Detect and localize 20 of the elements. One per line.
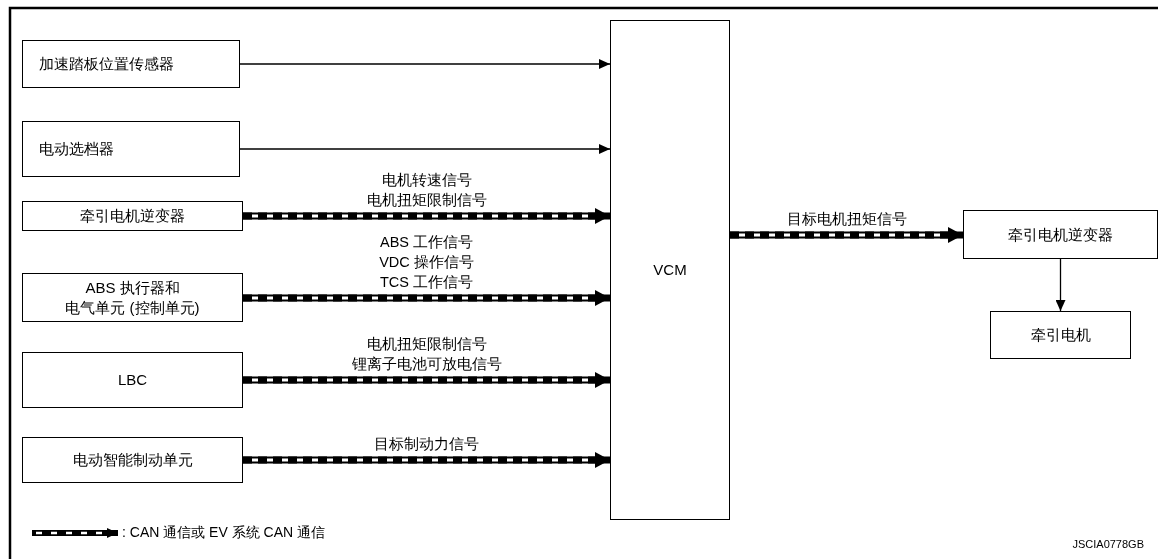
component-name: 电动智能制动单元 bbox=[72, 450, 193, 470]
controller-box bbox=[610, 20, 730, 520]
component-box bbox=[963, 210, 1158, 259]
component-box bbox=[22, 40, 240, 88]
component-name: ABS 执行器和电气单元 (控制单元) bbox=[65, 278, 200, 317]
component-box bbox=[22, 273, 243, 322]
component-name: 牵引电机逆变器 bbox=[80, 206, 185, 226]
component-name: LBC bbox=[117, 370, 148, 390]
component-box bbox=[22, 201, 243, 231]
component-name: VCM bbox=[653, 260, 687, 280]
component-box bbox=[990, 311, 1131, 359]
component-box bbox=[22, 352, 243, 408]
component-name: 加速踏板位置传感器 bbox=[39, 54, 174, 74]
legend-text: : CAN 通信或 EV 系统 CAN 通信 bbox=[122, 524, 326, 542]
component-box bbox=[22, 437, 243, 483]
component-box bbox=[22, 121, 240, 177]
component-name: 牵引电机逆变器 bbox=[1008, 224, 1113, 245]
figure-code: JSCIA0778GB bbox=[1072, 538, 1144, 550]
component-name: 电动选档器 bbox=[39, 139, 114, 159]
component-name: 牵引电机 bbox=[1030, 325, 1091, 345]
